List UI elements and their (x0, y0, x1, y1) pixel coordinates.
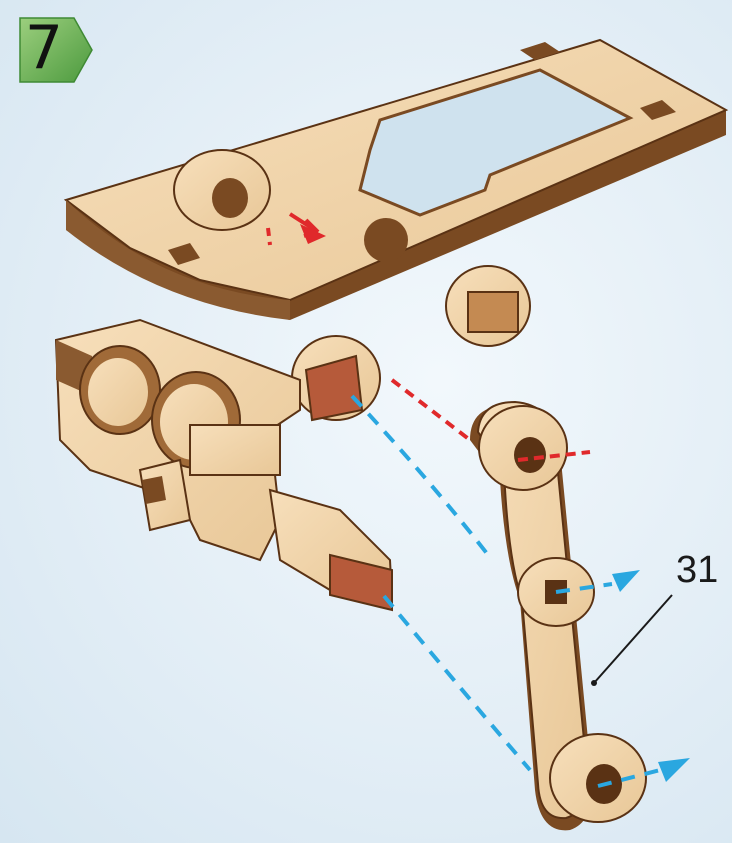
blue-arrow-icon (612, 570, 640, 592)
part-number-label: 31 (676, 548, 732, 592)
blue-arrow-icon (658, 758, 690, 782)
callout-dot (591, 680, 597, 686)
link-arm-part (470, 402, 646, 830)
callout-leader-line (594, 595, 672, 683)
top-platform-plate (66, 40, 726, 320)
